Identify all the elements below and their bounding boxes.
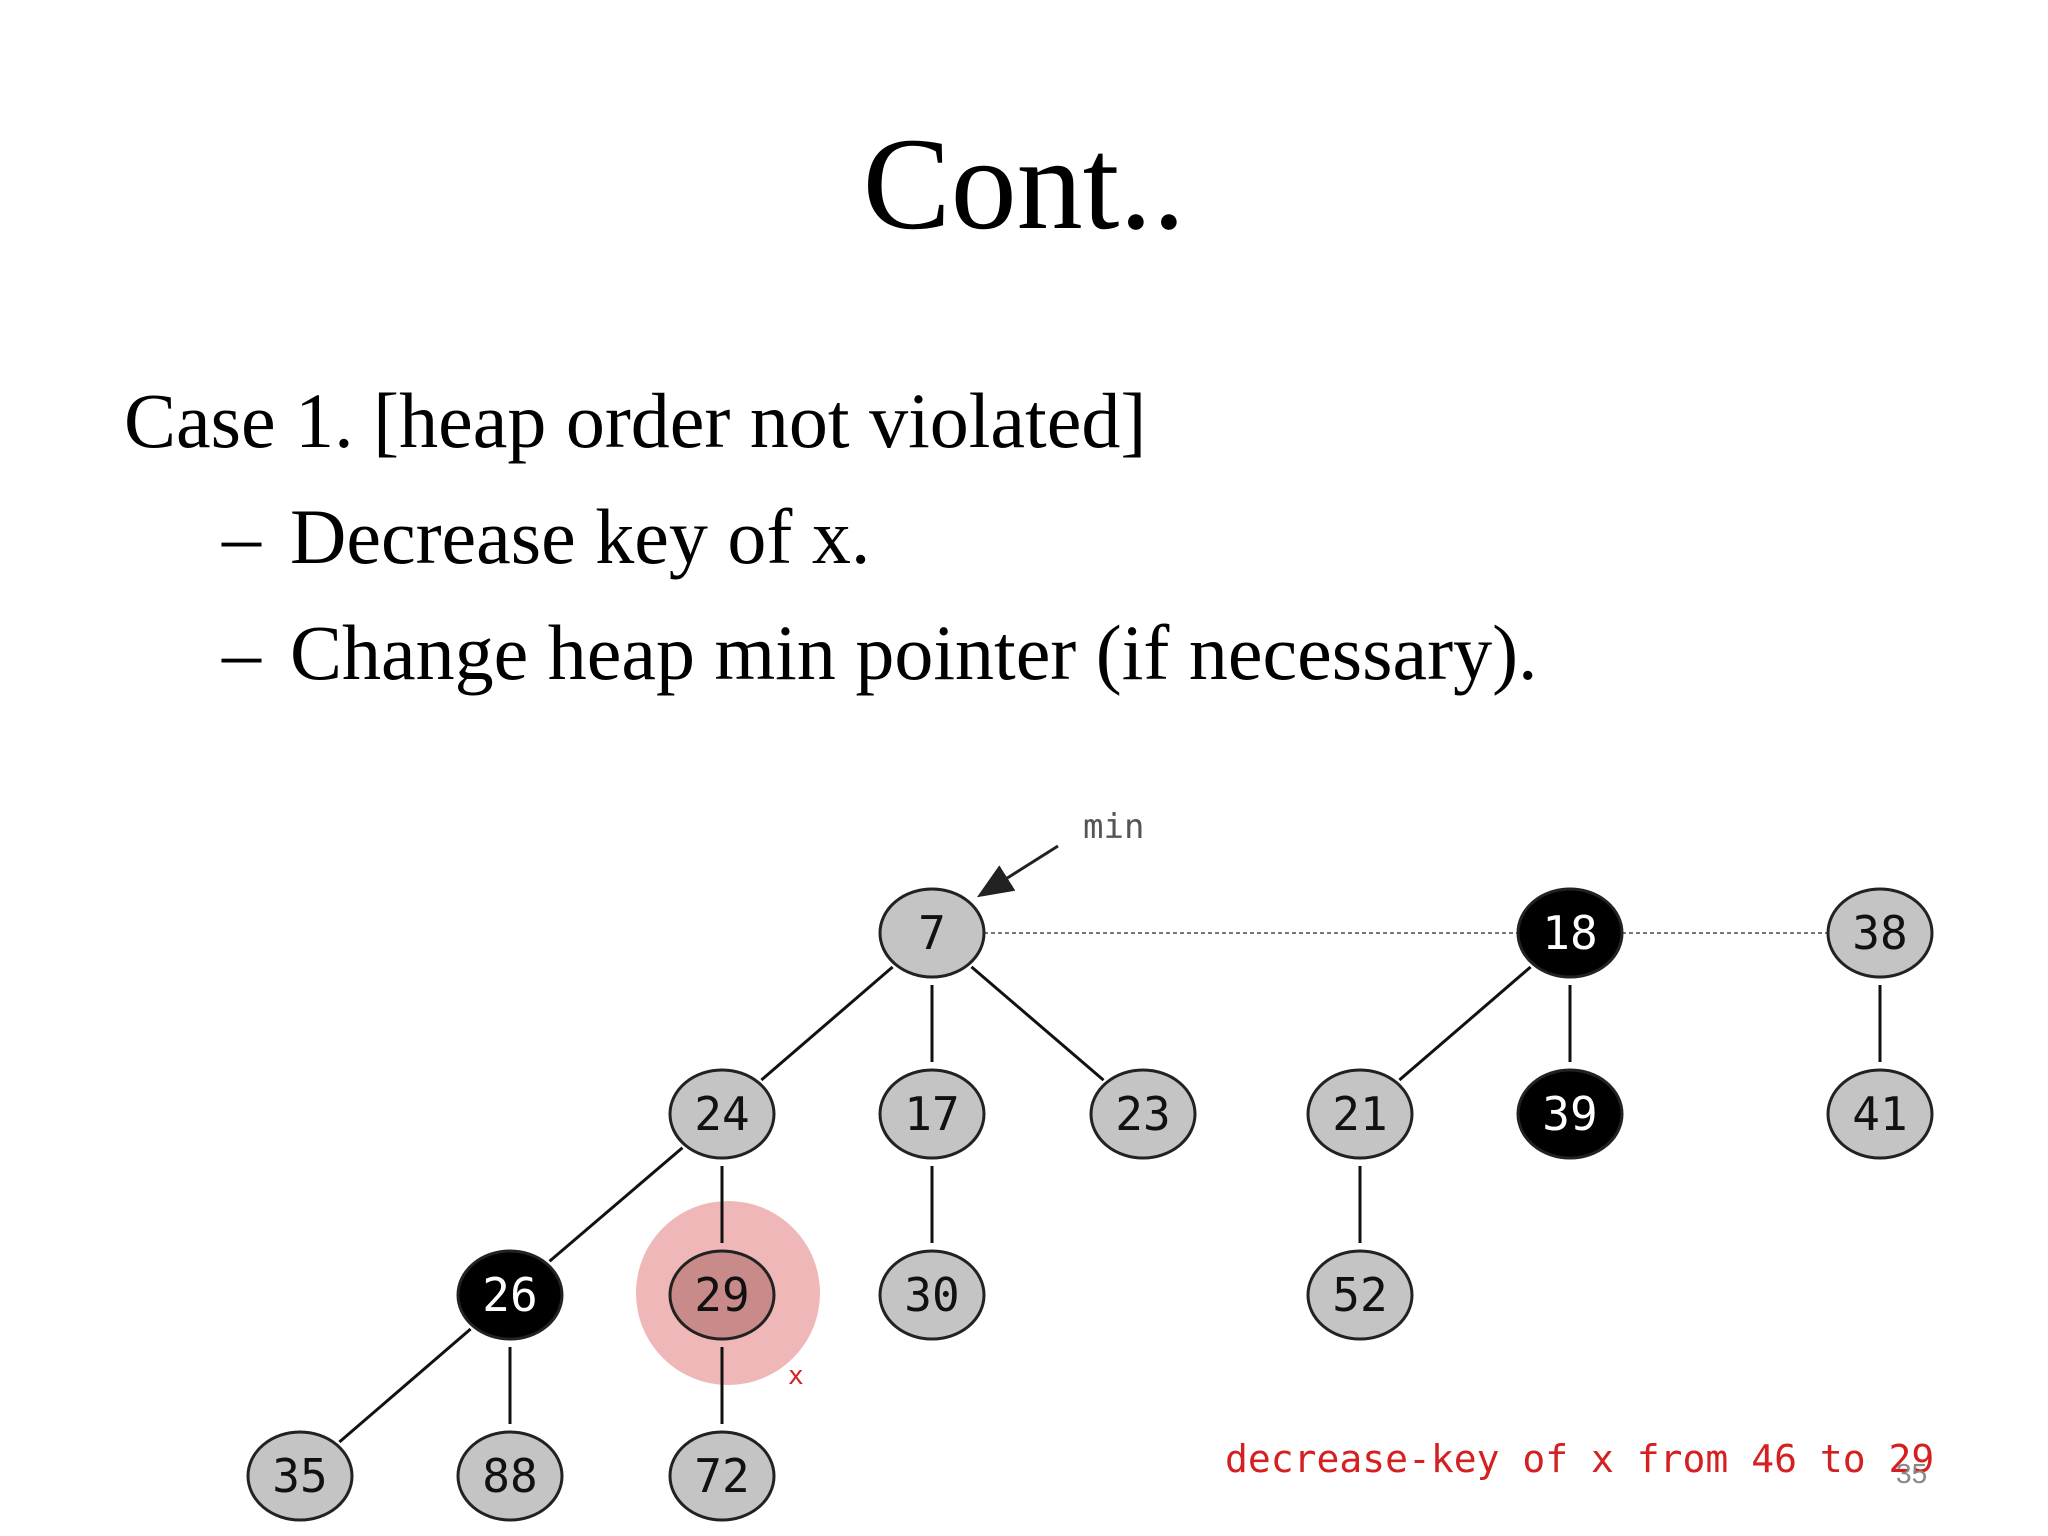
heap-node-72: 72 xyxy=(668,1430,776,1522)
heap-node-24: 24 xyxy=(668,1068,776,1160)
heap-node-52: 52 xyxy=(1306,1249,1414,1341)
node-label: 72 xyxy=(694,1449,749,1503)
node-circle xyxy=(878,1249,986,1341)
slide-title: Cont.. xyxy=(862,110,1186,257)
node-label: 52 xyxy=(1332,1268,1387,1322)
tree-edge xyxy=(338,1327,472,1444)
case-heading: Case 1. [heap order not violated] xyxy=(124,377,1147,464)
node-circle xyxy=(668,1068,776,1160)
bullet-decrease-key: –Decrease key of x. xyxy=(222,498,870,576)
bullet-text: Change heap min pointer (if necessary). xyxy=(290,609,1538,696)
fibonacci-heap-diagram: 7 18 38 24 17 23 21 39 41 26 29 30 52 35 88 72 min x de… xyxy=(246,807,1934,1522)
decrease-key-caption: decrease-key of x from 46 to 29 xyxy=(1225,1437,1934,1481)
node-circle xyxy=(1306,1068,1414,1160)
page-number: 35 xyxy=(1896,1458,1928,1489)
tree-edge xyxy=(1398,965,1532,1082)
tree-edge xyxy=(970,965,1105,1082)
node-label: 26 xyxy=(482,1268,537,1322)
node-label: 35 xyxy=(272,1449,327,1503)
node-circle xyxy=(456,1430,564,1522)
node-label: 21 xyxy=(1332,1087,1387,1141)
node-circle xyxy=(1826,887,1934,979)
bullet-dash: – xyxy=(222,609,261,696)
heap-node-30: 30 xyxy=(878,1249,986,1341)
bullet-change-min: –Change heap min pointer (if necessary). xyxy=(222,614,1538,692)
bullet-dash: – xyxy=(222,493,261,580)
node-label: 29 xyxy=(694,1268,749,1322)
tree-edge xyxy=(548,1146,684,1263)
x-label: x xyxy=(788,1361,804,1391)
min-pointer-arrow xyxy=(976,844,1059,898)
node-circle xyxy=(1516,1068,1624,1160)
heap-node-26: 26 xyxy=(456,1249,564,1341)
node-circle xyxy=(1306,1249,1414,1341)
heap-node-21: 21 xyxy=(1306,1068,1414,1160)
heap-node-23: 23 xyxy=(1089,1068,1197,1160)
node-label: 39 xyxy=(1542,1087,1597,1141)
heap-node-7: 7 xyxy=(878,887,986,979)
node-circle xyxy=(456,1249,564,1341)
heap-node-35: 35 xyxy=(246,1430,354,1522)
heap-node-39: 39 xyxy=(1516,1068,1624,1160)
node-label: 41 xyxy=(1852,1087,1907,1141)
node-circle xyxy=(878,1068,986,1160)
heap-node-41: 41 xyxy=(1826,1068,1934,1160)
node-label: 88 xyxy=(482,1449,537,1503)
heap-node-18: 18 xyxy=(1516,887,1624,979)
heap-node-38: 38 xyxy=(1826,887,1934,979)
node-circle xyxy=(1089,1068,1197,1160)
node-label: 30 xyxy=(904,1268,959,1322)
node-label: 18 xyxy=(1542,906,1597,960)
node-label: 17 xyxy=(904,1087,959,1141)
node-circle xyxy=(246,1430,354,1522)
heap-node-29: 29 xyxy=(668,1249,776,1341)
bullet-text: Decrease key of x. xyxy=(290,493,871,580)
node-label: 38 xyxy=(1852,906,1907,960)
tree-edge xyxy=(760,965,894,1082)
node-circle xyxy=(1516,887,1624,979)
node-circle xyxy=(1826,1068,1934,1160)
node-circle xyxy=(878,887,986,979)
heap-node-88: 88 xyxy=(456,1430,564,1522)
node-label: 24 xyxy=(694,1087,749,1141)
heap-node-17: 17 xyxy=(878,1068,986,1160)
node-label: 23 xyxy=(1115,1087,1170,1141)
min-label: min xyxy=(1083,807,1144,847)
node-circle xyxy=(668,1249,776,1341)
node-label: 7 xyxy=(918,906,946,960)
node-circle xyxy=(668,1430,776,1522)
